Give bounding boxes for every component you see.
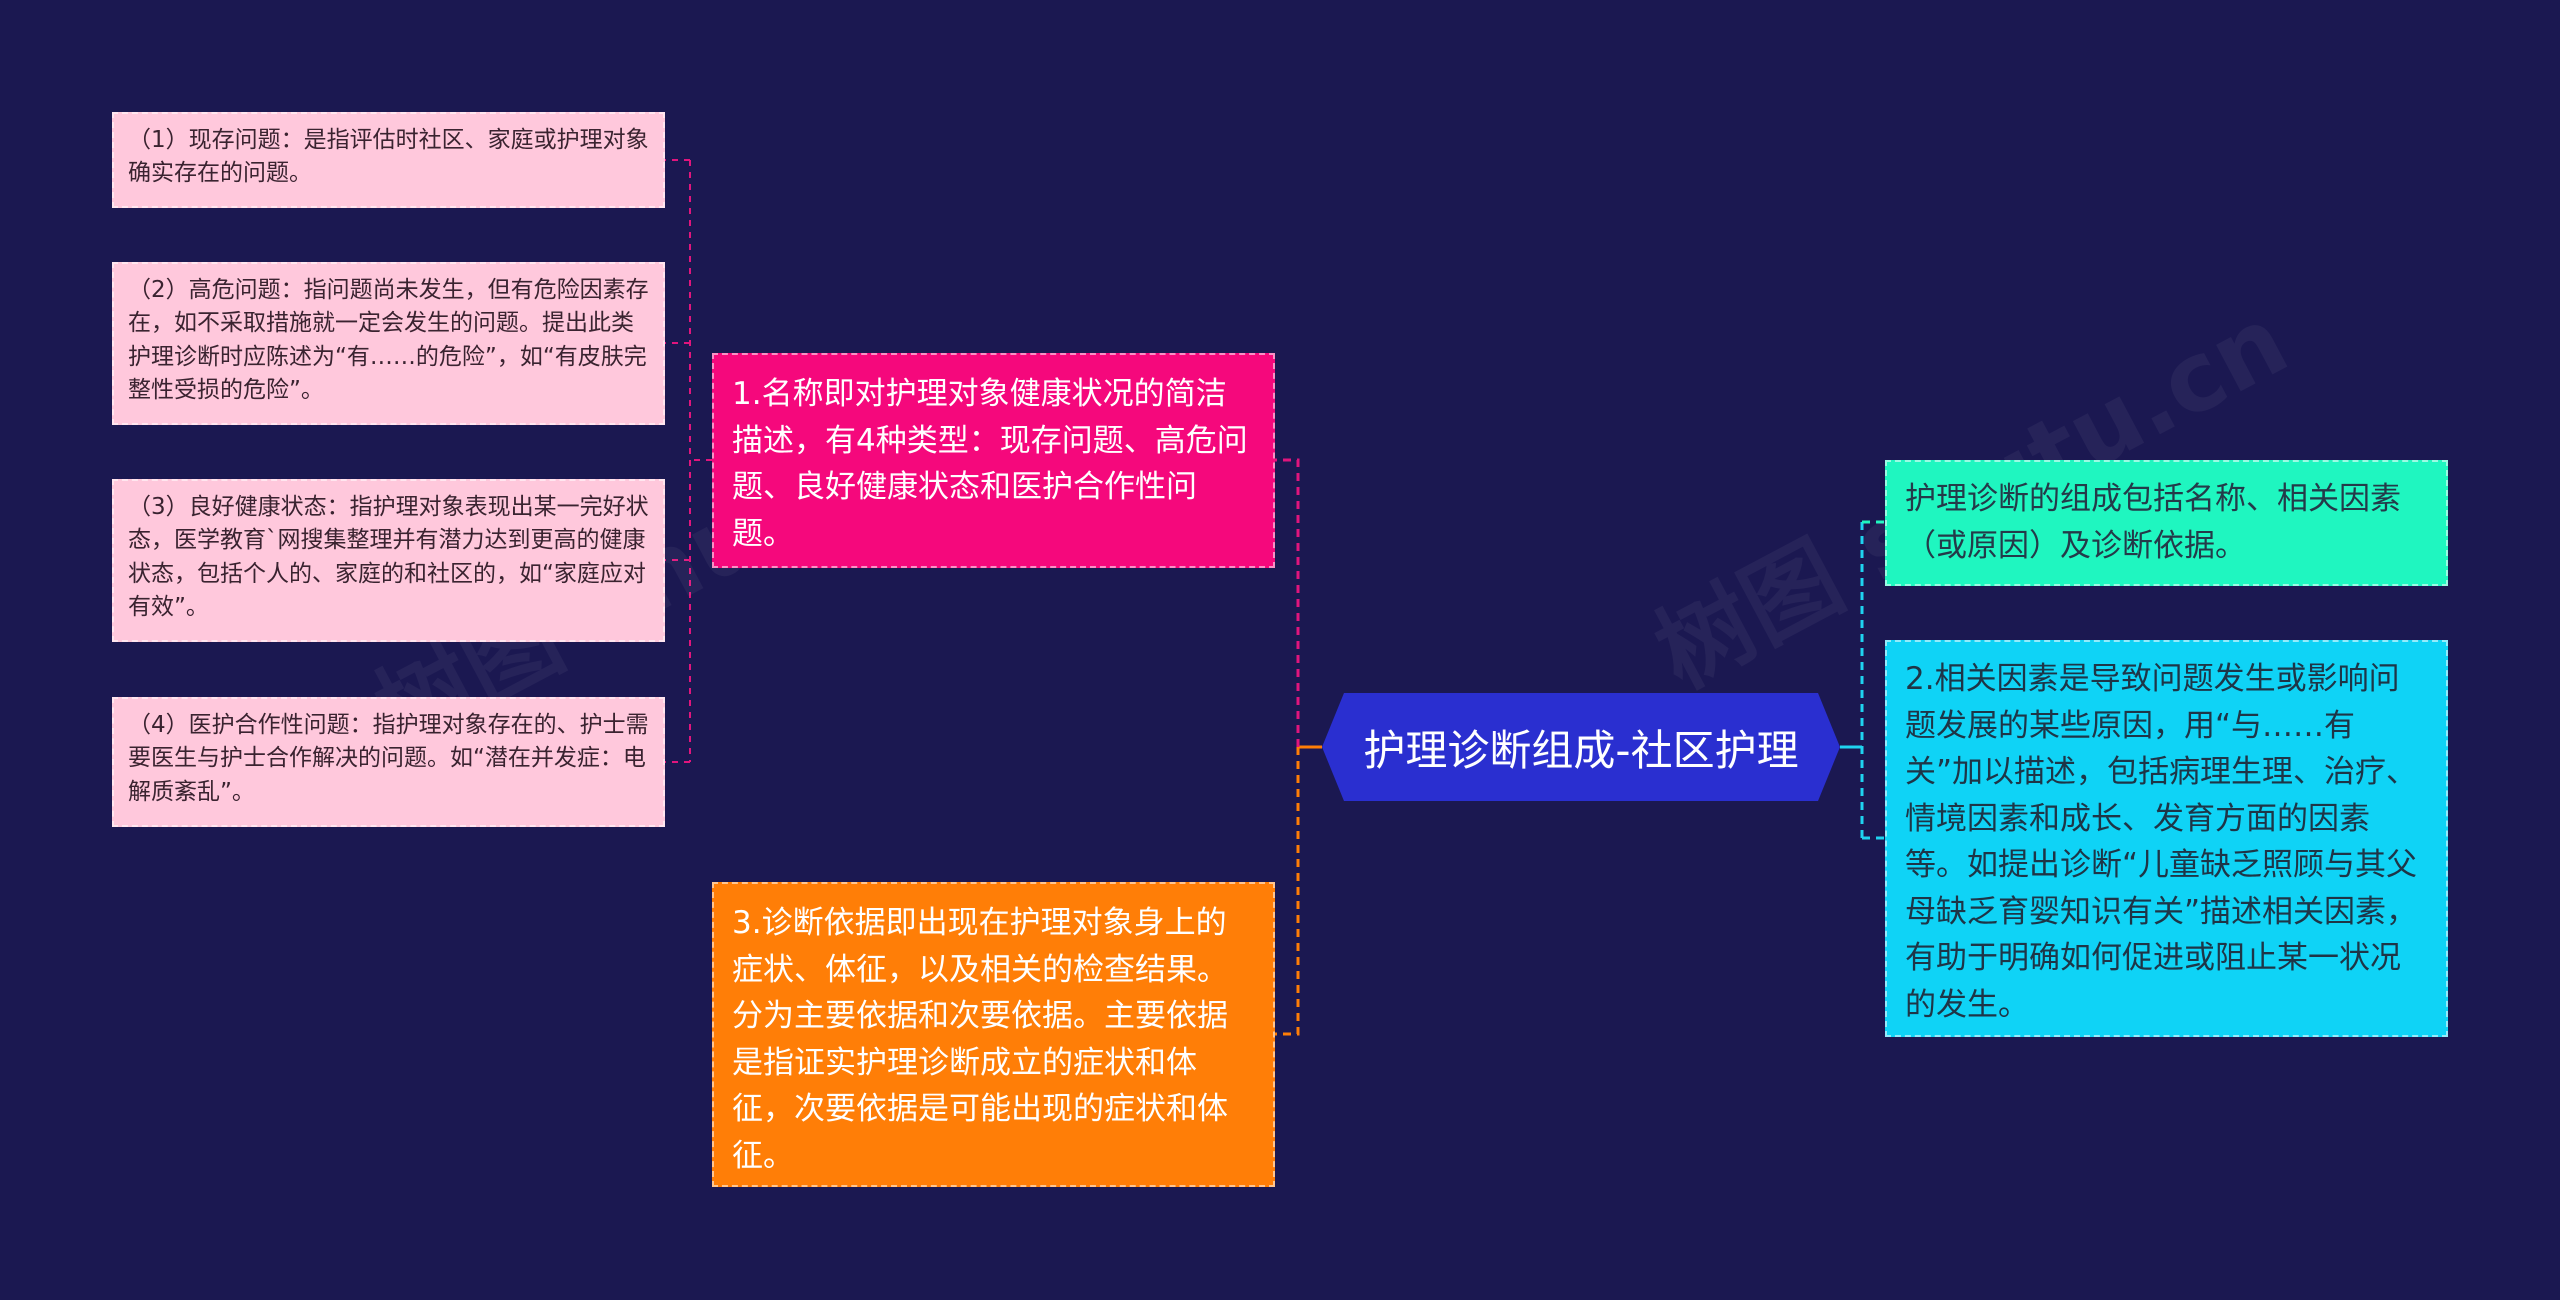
branch-name-definition-text: 1.名称即对护理对象健康状况的简洁描述，有4种类型：现存问题、高危问题、良好健康… [732, 376, 1248, 552]
branch-related-factors[interactable]: 2.相关因素是导致问题发生或影响问题发展的某些原因，用“与……有关”加以描述，包… [1885, 640, 2448, 1037]
leaf-high-risk-problem-text: （2）高危问题：指问题尚未发生，但有危险因素存在，如不采取措施就一定会发生的问题… [128, 277, 649, 404]
leaf-good-health-state-text: （3）良好健康状态：指护理对象表现出某一完好状态，医学教育`网搜集整理并有潜力达… [128, 494, 649, 621]
branch-related-factors-text: 2.相关因素是导致问题发生或影响问题发展的某些原因，用“与……有关”加以描述，包… [1905, 661, 2418, 1023]
link-left-spine-top [1275, 458, 1300, 747]
leaf-existing-problem-text: （1）现存问题：是指评估时社区、家庭或护理对象确实存在的问题。 [128, 127, 649, 187]
branch-components-overview-text: 护理诊断的组成包括名称、相关因素（或原因）及诊断依据。 [1905, 481, 2401, 564]
leaf-existing-problem[interactable]: （1）现存问题：是指评估时社区、家庭或护理对象确实存在的问题。 [112, 112, 665, 208]
leaf-collaborative-problem-text: （4）医护合作性问题：指护理对象存在的、护士需要医生与护士合作解决的问题。如“潜… [128, 712, 649, 805]
leaf-good-health-state[interactable]: （3）良好健康状态：指护理对象表现出某一完好状态，医学教育`网搜集整理并有潜力达… [112, 479, 665, 642]
branch-diagnostic-basis[interactable]: 3.诊断依据即出现在护理对象身上的症状、体征，以及相关的检查结果。分为主要依据和… [712, 882, 1275, 1187]
branch-components-overview[interactable]: 护理诊断的组成包括名称、相关因素（或原因）及诊断依据。 [1885, 460, 2448, 586]
leaf-high-risk-problem[interactable]: （2）高危问题：指问题尚未发生，但有危险因素存在，如不采取措施就一定会发生的问题… [112, 262, 665, 425]
central-topic[interactable]: 护理诊断组成-社区护理 [1322, 693, 1840, 801]
branch-diagnostic-basis-text: 3.诊断依据即出现在护理对象身上的症状、体征，以及相关的检查结果。分为主要依据和… [732, 905, 1228, 1174]
leaf-collaborative-problem[interactable]: （4）医护合作性问题：指护理对象存在的、护士需要医生与护士合作解决的问题。如“潜… [112, 697, 665, 827]
branch-name-definition[interactable]: 1.名称即对护理对象健康状况的简洁描述，有4种类型：现存问题、高危问题、良好健康… [712, 353, 1275, 568]
link-left-spine-bottom [1275, 747, 1300, 1036]
central-topic-title: 护理诊断组成-社区护理 [1363, 725, 1799, 775]
